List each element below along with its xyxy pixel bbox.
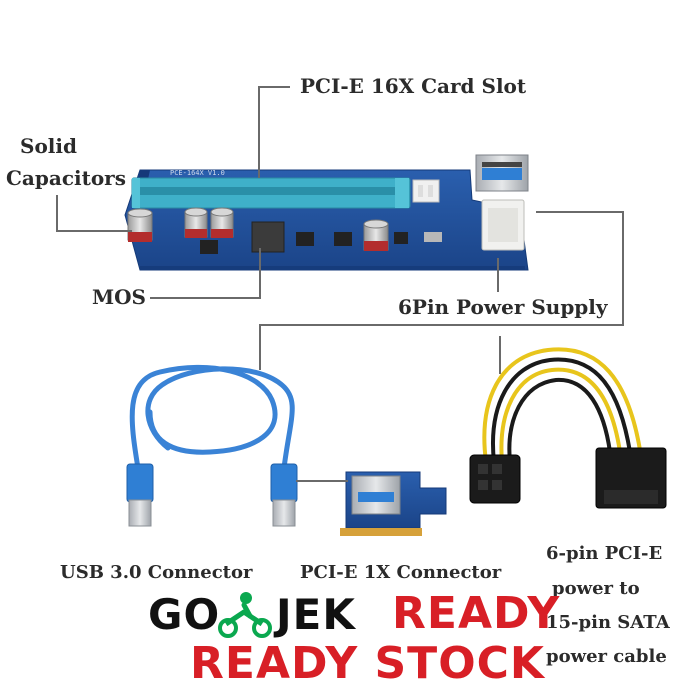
inductor <box>251 221 285 253</box>
banner-gojek-go: GO <box>148 590 221 639</box>
callout-power-v3 <box>259 324 261 370</box>
banner-ready-stock: READY STOCK <box>190 638 545 689</box>
solid-capacitors <box>127 207 389 251</box>
callout-power-h1 <box>536 211 624 213</box>
label-cable-line1: 6-pin PCI-E <box>546 543 663 564</box>
gojek-rider-icon <box>218 592 272 638</box>
callout-power-v2 <box>622 211 624 325</box>
banner-ready: READY <box>392 588 561 639</box>
sata-power-plug <box>595 447 667 509</box>
board-usb-port <box>475 154 529 192</box>
label-capacitors-line2: Capacitors <box>6 166 126 190</box>
callout-power-h2 <box>259 324 624 326</box>
pcie-16x-slot <box>131 177 411 209</box>
label-capacitors-line1: Solid <box>20 134 77 158</box>
callout-capacitors-v <box>56 195 58 231</box>
board-silkscreen: PCE-164X V1.0 <box>170 169 225 177</box>
usb-plug-left <box>126 463 154 527</box>
power-cable <box>482 347 642 464</box>
board-6pin-socket <box>481 199 525 251</box>
callout-mos-v <box>259 248 261 299</box>
callout-usb-adapter <box>296 480 348 482</box>
mos-chip <box>200 240 218 254</box>
label-cable-line3: 15-pin SATA <box>546 612 670 633</box>
label-usb-connector: USB 3.0 Connector <box>60 562 253 583</box>
callout-power-v1 <box>497 258 499 292</box>
callout-capacitors-h <box>56 230 132 232</box>
label-power-supply: 6Pin Power Supply <box>398 295 608 319</box>
usb-plug-right <box>270 463 298 527</box>
callout-mos-h <box>150 297 261 299</box>
callout-power-v4 <box>499 336 501 374</box>
label-cable-line2: power to <box>552 578 640 599</box>
usb-cable <box>129 364 295 471</box>
label-card-slot: PCI-E 16X Card Slot <box>300 74 527 98</box>
pcie-1x-adapter <box>340 471 447 536</box>
label-cable-line4: power cable <box>546 646 667 667</box>
jumper-header <box>412 179 440 203</box>
callout-card-slot-v <box>258 86 260 178</box>
banner-gojek-jek: JEK <box>276 590 356 639</box>
label-mos: MOS <box>92 285 147 309</box>
callout-card-slot-h <box>258 86 290 88</box>
6pin-plug <box>469 454 521 504</box>
label-pcie-1x: PCI-E 1X Connector <box>300 562 502 583</box>
